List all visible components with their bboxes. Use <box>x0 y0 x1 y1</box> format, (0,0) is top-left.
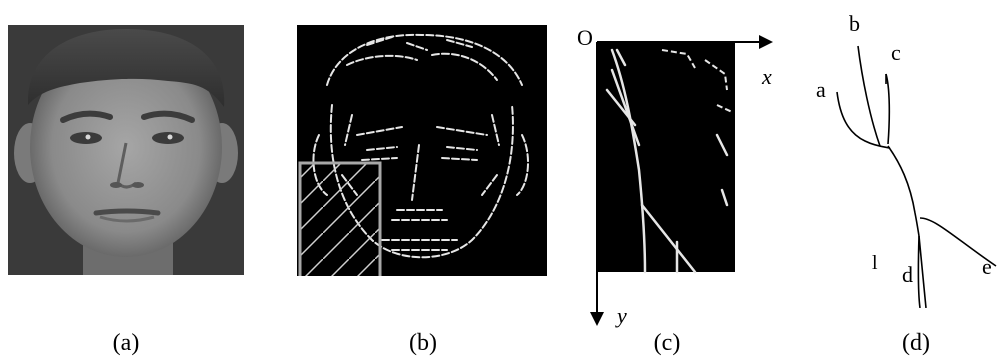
branch-label-c: c <box>891 40 901 65</box>
caption-d: (d) <box>902 330 930 356</box>
caption-c: (c) <box>653 330 681 356</box>
edge-map-image <box>297 25 547 276</box>
stray-mark: l <box>872 252 878 274</box>
branch-label-a: a <box>816 77 826 102</box>
origin-label: O <box>577 25 593 50</box>
zoomed-roi-image <box>590 35 773 326</box>
trunk <box>887 145 920 237</box>
face-photo <box>8 25 244 275</box>
branch-label-e: e <box>982 254 992 279</box>
edge-map <box>297 25 547 276</box>
y-axis-arrow-icon <box>590 312 604 326</box>
branch-label-b: b <box>849 11 860 36</box>
caption-a: (a) <box>112 330 140 356</box>
branch-c <box>885 73 891 145</box>
x-axis-label: x <box>762 64 772 89</box>
y-axis-label: y <box>617 303 627 328</box>
caption-b: (b) <box>409 330 437 356</box>
x-axis-arrow-icon <box>759 35 773 49</box>
branch-b <box>857 45 881 147</box>
face-photo-image <box>8 25 244 275</box>
branch-label-d: d <box>902 262 913 287</box>
branch-diagram: a b c d e l <box>800 8 998 308</box>
zoomed-roi: O x y <box>577 25 787 340</box>
roi-box <box>298 161 382 276</box>
branch-a <box>836 91 891 149</box>
branch-diagram-svg <box>836 45 997 308</box>
branch-d <box>918 235 927 308</box>
branch-e <box>919 217 997 267</box>
